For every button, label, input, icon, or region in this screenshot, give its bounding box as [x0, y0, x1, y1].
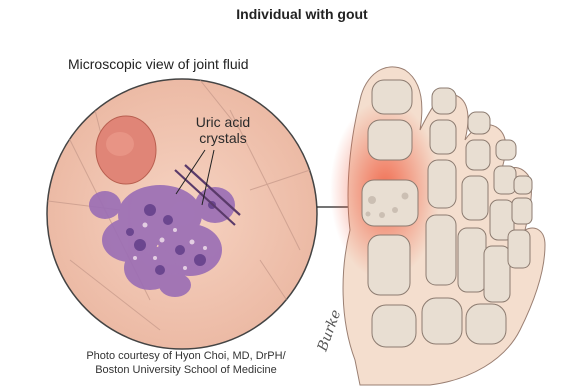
crystal-label-line1: Uric acid — [178, 114, 268, 130]
crystal-label: Uric acid crystals — [178, 114, 268, 146]
credit-line2: Boston University School of Medicine — [56, 363, 316, 377]
foot-illustration — [330, 67, 545, 385]
photo-credit: Photo courtesy of Hyon Choi, MD, DrPH/ B… — [56, 349, 316, 377]
credit-line1: Photo courtesy of Hyon Choi, MD, DrPH/ — [56, 349, 316, 363]
crystal-label-line2: crystals — [178, 130, 268, 146]
artist-signature: Burke — [314, 308, 344, 355]
